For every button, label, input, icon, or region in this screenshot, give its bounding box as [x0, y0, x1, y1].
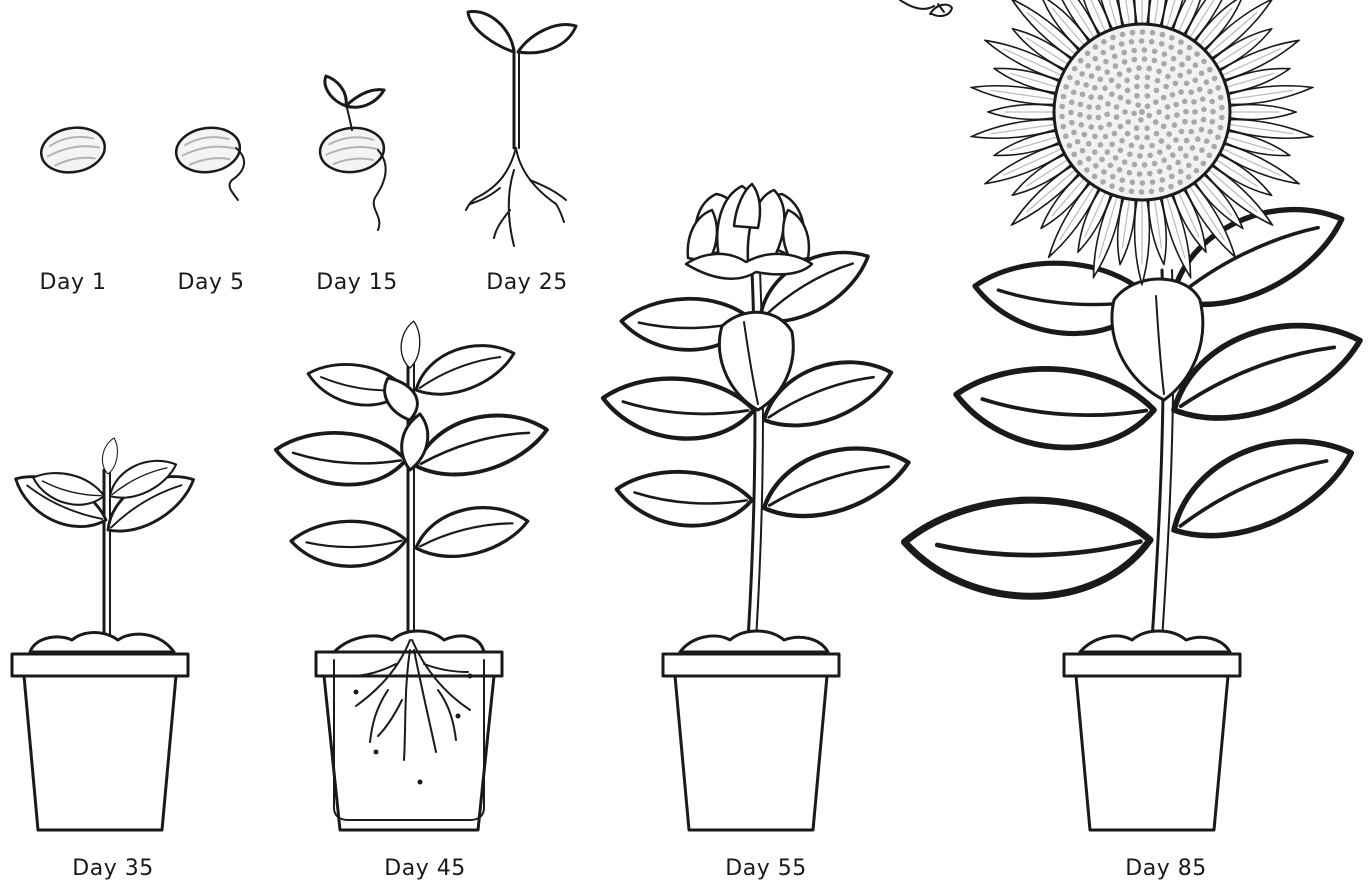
stage-label-day-1: Day 1: [40, 270, 107, 295]
leaf-icon: [598, 236, 915, 536]
stage-label-day-25: Day 25: [486, 270, 567, 295]
soil-icon: [30, 633, 174, 653]
pot-icon: [12, 654, 188, 830]
soil-icon: [1080, 631, 1230, 652]
cotyledon-icon: [468, 12, 514, 52]
stage-day-25: [466, 12, 576, 246]
seed-icon: [318, 125, 386, 175]
stage-label-day-15: Day 15: [316, 270, 397, 295]
stage-day-45: [272, 320, 552, 830]
bee-icon: [900, 0, 952, 16]
stage-day-35: [7, 436, 203, 830]
cotyledon-icon: [346, 90, 384, 108]
stage-label-day-35: Day 35: [72, 856, 153, 881]
stage-label-day-45: Day 45: [384, 856, 465, 881]
stage-label-day-55: Day 55: [725, 856, 806, 881]
pot-icon: [1064, 654, 1240, 830]
cotyledon-icon: [325, 76, 346, 106]
seed-icon: [38, 123, 109, 177]
soil-icon: [680, 631, 828, 652]
stage-day-85: [900, 0, 1369, 830]
stage-label-day-5: Day 5: [178, 270, 245, 295]
pot-icon: [663, 654, 839, 830]
leaf-icon: [272, 320, 552, 572]
cotyledon-icon: [518, 25, 576, 53]
flower-bud-icon: [686, 184, 812, 279]
root-icon: [466, 148, 566, 246]
stage-day-55: [598, 184, 915, 830]
stage-day-5: [173, 124, 244, 200]
seed-icon: [173, 124, 243, 176]
stage-day-15: [318, 76, 386, 230]
stage-day-1: [38, 123, 109, 177]
stage-label-day-85: Day 85: [1125, 856, 1206, 881]
